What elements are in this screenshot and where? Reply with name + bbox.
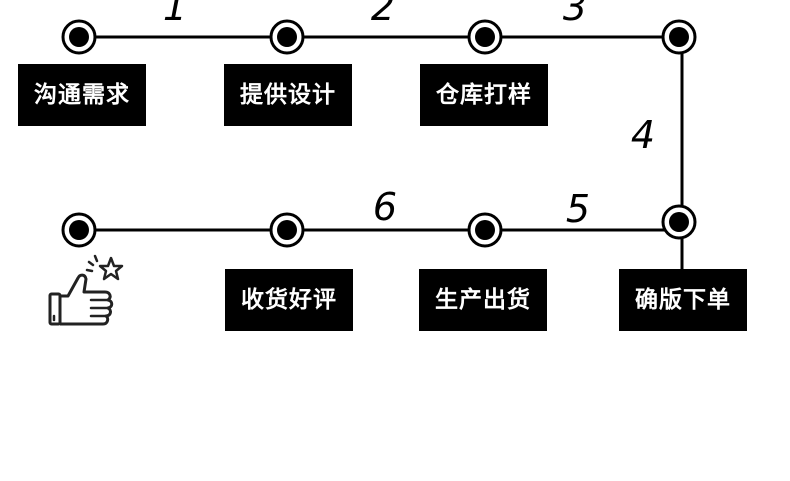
node-4 [661,204,697,240]
node-corner-top [661,19,697,55]
step-label-6: 收货好评 [225,269,353,331]
node-end [61,212,97,248]
step-label-1: 沟通需求 [18,64,146,126]
node-1 [61,19,97,55]
thumbs-up-icon [48,254,124,326]
step-number-5: 5 [565,187,591,231]
step-number-2: 2 [370,0,396,29]
star-icon [98,256,124,281]
step-number-6: 6 [372,185,398,229]
node-6 [269,212,305,248]
node-3 [467,19,503,55]
node-2 [269,19,305,55]
step-label-2: 提供设计 [224,64,352,126]
node-5 [467,212,503,248]
step-label-3: 仓库打样 [420,64,548,126]
step-label-4: 确版下单 [619,269,747,331]
step-label-5: 生产出货 [419,269,547,331]
step-number-1: 1 [162,0,188,29]
step-number-3: 3 [562,0,588,29]
step-number-4: 4 [630,113,656,157]
